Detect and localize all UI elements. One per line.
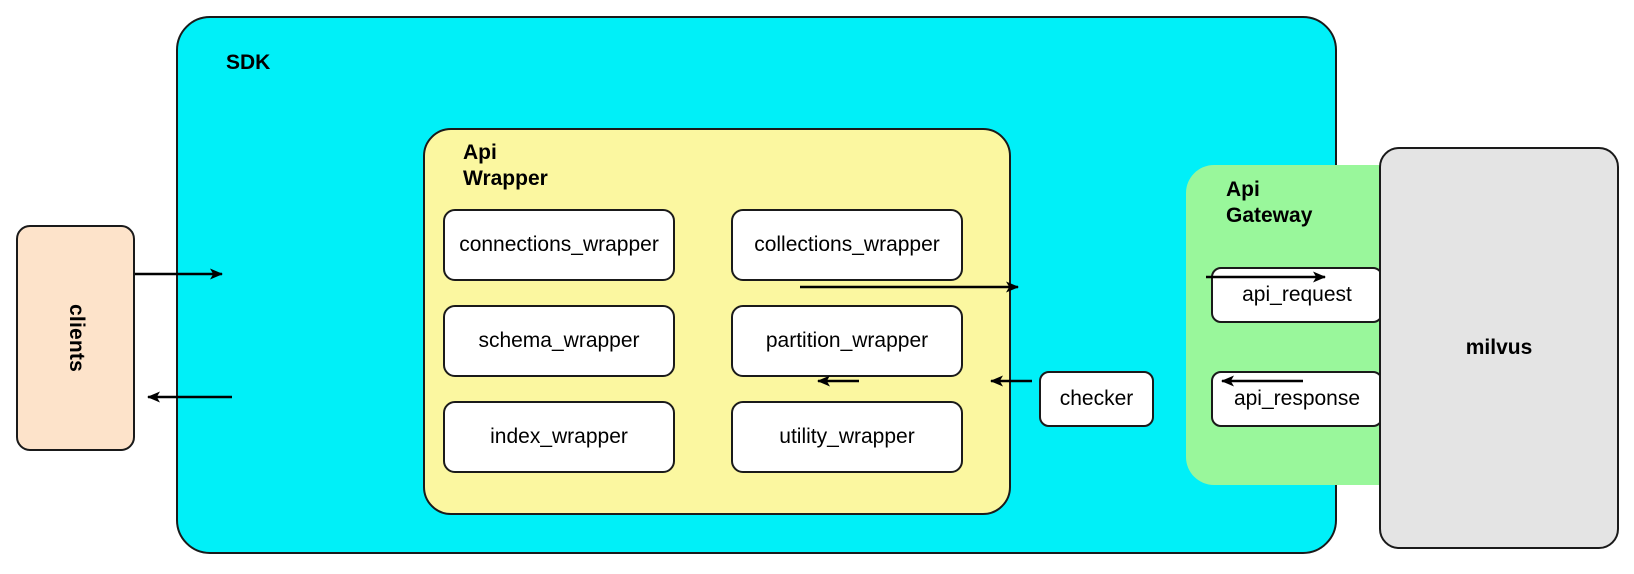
card-label: connections_wrapper	[459, 233, 659, 256]
card-label: api_request	[1242, 283, 1352, 306]
card-schema-wrapper[interactable]: schema_wrapper	[443, 305, 675, 377]
card-label: schema_wrapper	[478, 329, 640, 352]
card-label: api_response	[1233, 387, 1361, 410]
api-gateway-label: Api Gateway	[1226, 178, 1313, 228]
card-label: collections_wrapper	[754, 233, 940, 256]
card-partition-wrapper[interactable]: partition_wrapper	[731, 305, 963, 377]
card-label: utility_wrapper	[779, 425, 915, 448]
card-index-wrapper[interactable]: index_wrapper	[443, 401, 675, 473]
card-api-response[interactable]: api_response	[1211, 371, 1383, 427]
checker-label: checker	[1059, 387, 1134, 410]
card-connections-wrapper[interactable]: connections_wrapper	[443, 209, 675, 281]
card-collections-wrapper[interactable]: collections_wrapper	[731, 209, 963, 281]
card-label: index_wrapper	[490, 425, 628, 448]
checker-node[interactable]: checker	[1039, 371, 1154, 427]
sdk-label: SDK	[226, 51, 271, 74]
clients-label: clients	[64, 304, 88, 372]
card-utility-wrapper[interactable]: utility_wrapper	[731, 401, 963, 473]
milvus-node[interactable]: milvus	[1379, 147, 1619, 549]
api-gateway-container[interactable]: Api Gateway	[1186, 165, 1415, 485]
card-api-request[interactable]: api_request	[1211, 267, 1383, 323]
api-wrapper-label: Api Wrapper	[463, 141, 548, 191]
milvus-label: milvus	[1465, 336, 1533, 359]
sdk-container[interactable]: SDK Api Wrapper connections_wrapper coll…	[176, 16, 1415, 554]
card-label: partition_wrapper	[765, 329, 929, 352]
clients-node[interactable]: clients	[16, 225, 135, 451]
